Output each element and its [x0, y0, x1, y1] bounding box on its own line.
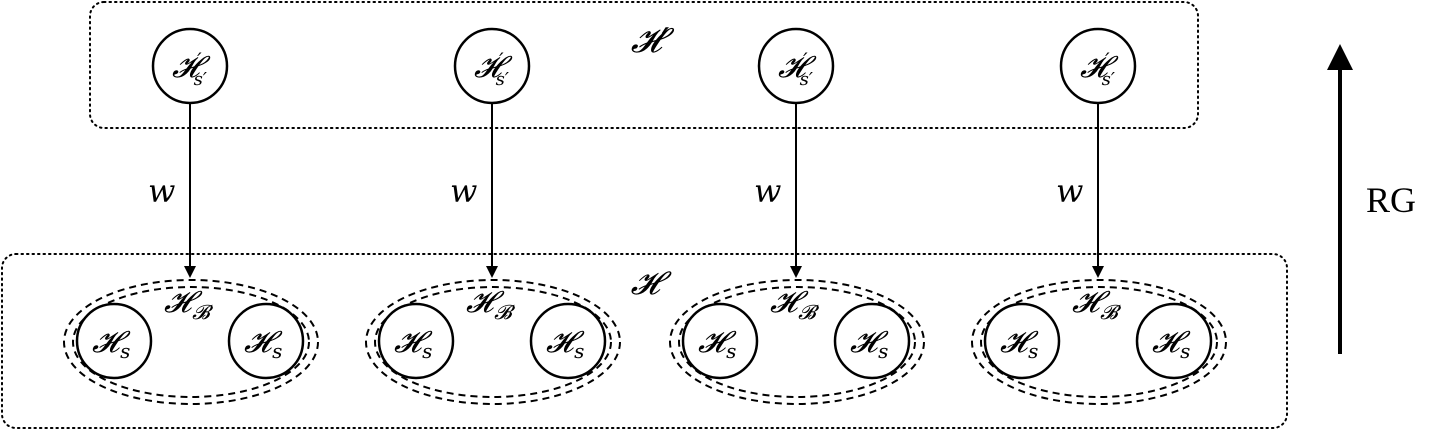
- site-node: [833, 302, 911, 380]
- coarse-node-prime: ′: [499, 48, 504, 72]
- map-label: w: [450, 172, 477, 210]
- site-node-sub: s: [422, 339, 432, 363]
- coarse-node: [1059, 27, 1137, 105]
- site-node: [75, 302, 153, 380]
- block-label-sub: 𝓑: [798, 300, 820, 324]
- coarse-node-prime: ′: [803, 48, 808, 72]
- upper-space-box: [89, 1, 1199, 129]
- coarse-node-prime: ′: [197, 48, 202, 72]
- site-node: [983, 302, 1061, 380]
- site-node-sub: s: [120, 339, 130, 363]
- block-label-sub: 𝓑: [1100, 300, 1122, 324]
- block-label: 𝓗𝓑: [466, 285, 516, 324]
- site-node-sub: s: [878, 339, 888, 363]
- map-label: w: [754, 172, 781, 210]
- block-inner: [374, 286, 612, 398]
- coarse-node-sub: s′: [1102, 69, 1115, 90]
- upper-space-label: 𝓗′: [631, 21, 675, 61]
- coarse-node: [453, 27, 531, 105]
- block-label: 𝓗𝓑: [1072, 285, 1122, 324]
- site-node: [529, 302, 607, 380]
- coarse-node-sub: s′: [800, 69, 813, 90]
- site-node-label: 𝓗s: [244, 325, 283, 363]
- lower-space-box: [1, 253, 1288, 429]
- rg-label: RG: [1366, 180, 1416, 220]
- coarse-node-sub: s′: [496, 69, 509, 90]
- site-node: [1135, 302, 1213, 380]
- lower-space-label: 𝓗: [631, 264, 672, 302]
- map-label: w: [148, 172, 175, 210]
- site-node: [377, 302, 455, 380]
- map-label: w: [1056, 172, 1083, 210]
- site-node-label: 𝓗s: [1152, 325, 1191, 363]
- block-label-sub: 𝓑: [494, 300, 516, 324]
- block-outer: [971, 279, 1227, 405]
- block-inner: [678, 286, 916, 398]
- coarse-node: [757, 27, 835, 105]
- block-label-sub: 𝓑: [192, 300, 214, 324]
- block-outer: [669, 279, 925, 405]
- block-inner: [980, 286, 1218, 398]
- block-outer: [365, 279, 621, 405]
- site-node-sub: s: [1180, 339, 1190, 363]
- site-node-sub: s: [272, 339, 282, 363]
- coarse-node-sub: s′: [194, 69, 207, 90]
- block-inner: [72, 286, 310, 398]
- site-node-sub: s: [726, 339, 736, 363]
- site-node-sub: s: [574, 339, 584, 363]
- block-label: 𝓗𝓑: [164, 285, 214, 324]
- site-node: [681, 302, 759, 380]
- site-node: [227, 302, 305, 380]
- site-node-sub: s: [1028, 339, 1038, 363]
- block-label: 𝓗𝓑: [770, 285, 820, 324]
- coarse-node: [151, 27, 229, 105]
- block-outer: [63, 279, 319, 405]
- coarse-node-prime: ′: [1105, 48, 1110, 72]
